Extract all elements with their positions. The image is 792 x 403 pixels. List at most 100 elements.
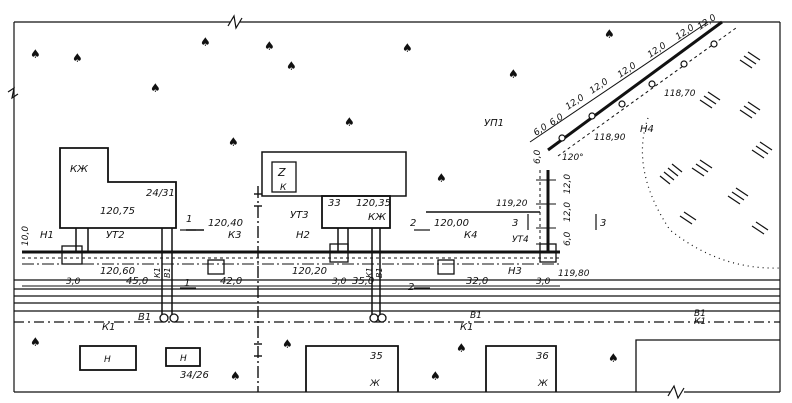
building-n-1-label: Н [104, 355, 111, 365]
dim-s-12-0-b: 12,0 [588, 77, 610, 97]
diagonal-branch [529, 20, 737, 157]
node-label-n2: Н2 [296, 230, 310, 241]
svg-text:♠: ♠ [402, 41, 413, 55]
node-label-n1: Н1 [40, 230, 54, 241]
dim-3-0-b: 3,0 [332, 277, 347, 287]
node-label-k4: К4 [464, 230, 477, 241]
building-number-33: 33 [328, 198, 341, 209]
dim-s-12-0-f: 12,0 [696, 13, 718, 33]
svg-text:♠: ♠ [230, 369, 241, 383]
elevation-119-80: 119,80 [558, 269, 590, 279]
building-kzh-label: КЖ [70, 164, 89, 175]
dim-v-12-0-b: 12,0 [563, 202, 573, 222]
node-label-n3: Н3 [508, 266, 522, 277]
network-v1-mid: В1 [470, 311, 482, 321]
dim-s-12-0-c: 12,0 [616, 61, 638, 81]
svg-text:♠: ♠ [456, 341, 467, 355]
dim-42-0: 42,0 [220, 276, 242, 287]
elevation-120-00: 120,00 [434, 218, 469, 229]
building-33-elevation: 120,35 [356, 198, 391, 209]
dim-s-6-0-a: 6,0 [532, 122, 550, 138]
dim-s-6-0-b: 6,0 [548, 112, 566, 128]
node-label-k3: К3 [228, 230, 241, 241]
network-k1-left: К1 [102, 322, 115, 333]
axis-arrows [254, 186, 262, 392]
svg-text:♠: ♠ [430, 369, 441, 383]
building-33 [321, 195, 391, 229]
network-v1-right: В1 [694, 309, 706, 319]
elevation-118-90: 118,90 [594, 133, 626, 143]
svg-text:♠: ♠ [436, 171, 447, 185]
building-36-number: 36 [536, 351, 549, 362]
zk-k-label: К [280, 183, 287, 193]
elevation-119-20: 119,20 [496, 199, 528, 209]
svg-text:♠: ♠ [264, 39, 275, 53]
node-label-ut3: УТ3 [290, 210, 309, 221]
section-3-left: 3 [512, 218, 518, 229]
dim-45-0: 45,0 [126, 276, 148, 287]
svg-text:♠: ♠ [286, 59, 297, 73]
building-connections [75, 211, 540, 320]
svg-text:♠: ♠ [608, 351, 619, 365]
building-lower-right [635, 339, 780, 392]
building-n-2-label: Н [180, 354, 187, 364]
main-network-line [22, 250, 560, 265]
elevation-120-40: 120,40 [208, 218, 243, 229]
tree-symbols: ♠♠♠ ♠♠♠ ♠♠♠ ♠♠♠ ♠♠♠ ♠♠♠ [30, 27, 619, 383]
branch-to-up1 [536, 170, 556, 252]
building-34-26: 34/26 [180, 370, 209, 381]
building-36 [485, 345, 557, 392]
node-label-ut4: УТ4 [512, 235, 529, 245]
railway-tracks [14, 279, 780, 323]
network-v1-left: В1 [138, 312, 151, 323]
building-35-number: 35 [370, 351, 383, 362]
track-wells [159, 313, 387, 323]
building-35-zh: Ж [369, 379, 380, 389]
riser-k1-left: К1 [153, 267, 162, 278]
building-zk [261, 151, 407, 197]
dim-v-6-0-a: 6,0 [533, 149, 543, 164]
building-n-2 [165, 347, 201, 367]
dim-v-6-0-b: 6,0 [563, 231, 573, 246]
elevation-120-20: 120,20 [292, 266, 327, 277]
section-2-top: 2 [410, 218, 416, 229]
network-k1-right: К1 [694, 317, 706, 327]
network-k1-mid: К1 [460, 322, 473, 333]
dim-35-0: 35,0 [352, 276, 374, 287]
svg-text:♠: ♠ [508, 67, 519, 81]
section-marks [180, 214, 597, 289]
building-35 [305, 345, 399, 392]
svg-text:♠: ♠ [200, 35, 211, 49]
svg-text:♠: ♠ [150, 81, 161, 95]
svg-text:♠: ♠ [282, 337, 293, 351]
angle-120-deg: 120° [562, 153, 584, 163]
building-number-24-31: 24/31 [146, 188, 175, 199]
node-label-n4: Н4 [640, 124, 654, 135]
dim-s-12-0-e: 12,0 [674, 23, 696, 43]
svg-text:♠: ♠ [30, 335, 41, 349]
dim-32-0: 32,0 [466, 276, 488, 287]
dim-s-12-0-a: 12,0 [564, 93, 586, 113]
building-elevation: 120,75 [100, 206, 135, 217]
dim-s-12-0-d: 12,0 [646, 41, 668, 61]
elevation-118-70: 118,70 [664, 89, 696, 99]
section-2-bottom: 2 [408, 282, 414, 293]
drawing-frame [7, 14, 781, 400]
section-1-bottom: 1 [184, 278, 190, 289]
building-33-kzh: КЖ [368, 212, 387, 223]
svg-text:♠: ♠ [604, 27, 615, 41]
building-36-zh: Ж [537, 379, 548, 389]
elevation-120-60: 120,60 [100, 266, 135, 277]
dim-10-0: 10,0 [21, 226, 31, 246]
svg-text:♠: ♠ [30, 47, 41, 61]
dim-3-0-c: 3,0 [536, 277, 551, 287]
svg-text:♠: ♠ [228, 135, 239, 149]
node-label-ut2: УТ2 [106, 230, 125, 241]
building-24-31 [59, 147, 177, 229]
section-1-top: 1 [186, 214, 192, 225]
dim-v-12-0-a: 12,0 [563, 174, 573, 194]
riser-k1-right: К1 [365, 267, 374, 278]
slope-hatch-area [641, 51, 781, 269]
dim-3-0-a: 3,0 [66, 277, 81, 287]
